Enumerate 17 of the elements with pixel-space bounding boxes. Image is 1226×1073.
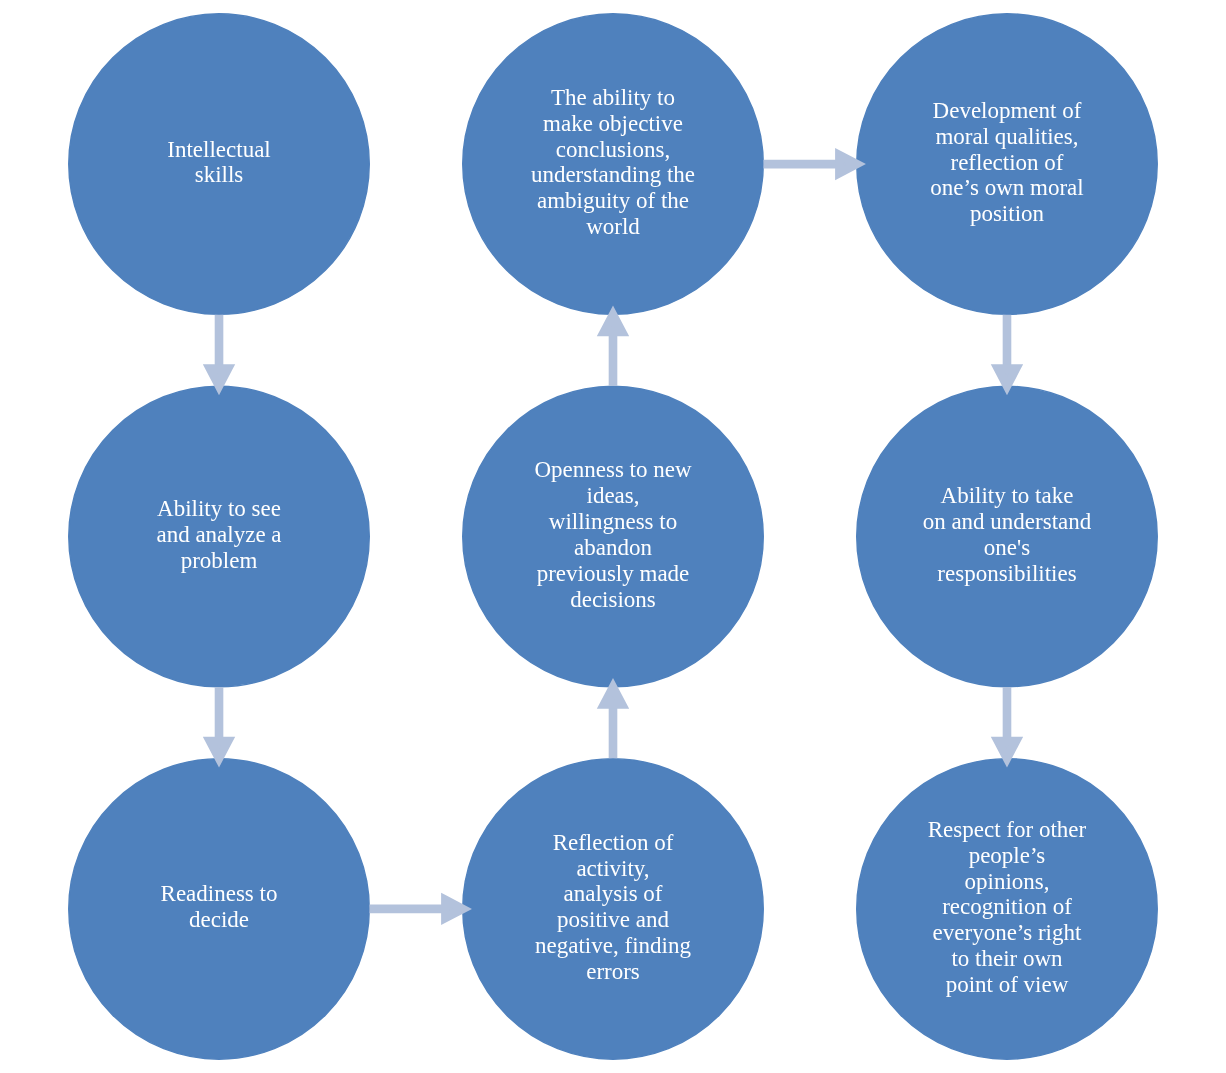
node-circle: Ability to take on and understand one's responsibilities: [856, 385, 1158, 688]
arrow: [202, 687, 236, 768]
arrow: [369, 892, 472, 926]
node-circle: Ability to see and analyze a problem: [68, 385, 370, 688]
node-circle: Intellectual skills: [68, 13, 370, 316]
arrow: [596, 677, 630, 759]
node-circle: The ability to make objective conclusions, understanding the ambiguity of the world: [462, 13, 764, 316]
arrow: [990, 314, 1024, 396]
arrow: [596, 305, 630, 386]
arrow: [990, 687, 1024, 768]
node-circle: Reflection of activity, analysis of positive and negative, finding errors: [462, 757, 764, 1060]
node-circle: Development of moral qualities, reflection of one’s own moral position: [856, 13, 1158, 316]
node-circle: Openness to new ideas, willingness to abandon previously made decisions: [462, 385, 764, 688]
node-circle: Readiness to decide: [68, 757, 370, 1060]
node-circle: Respect for other people’s opinions, recognition of everyone’s right to their own point of view: [856, 757, 1158, 1060]
arrow: [202, 314, 236, 396]
arrow: [763, 147, 866, 181]
